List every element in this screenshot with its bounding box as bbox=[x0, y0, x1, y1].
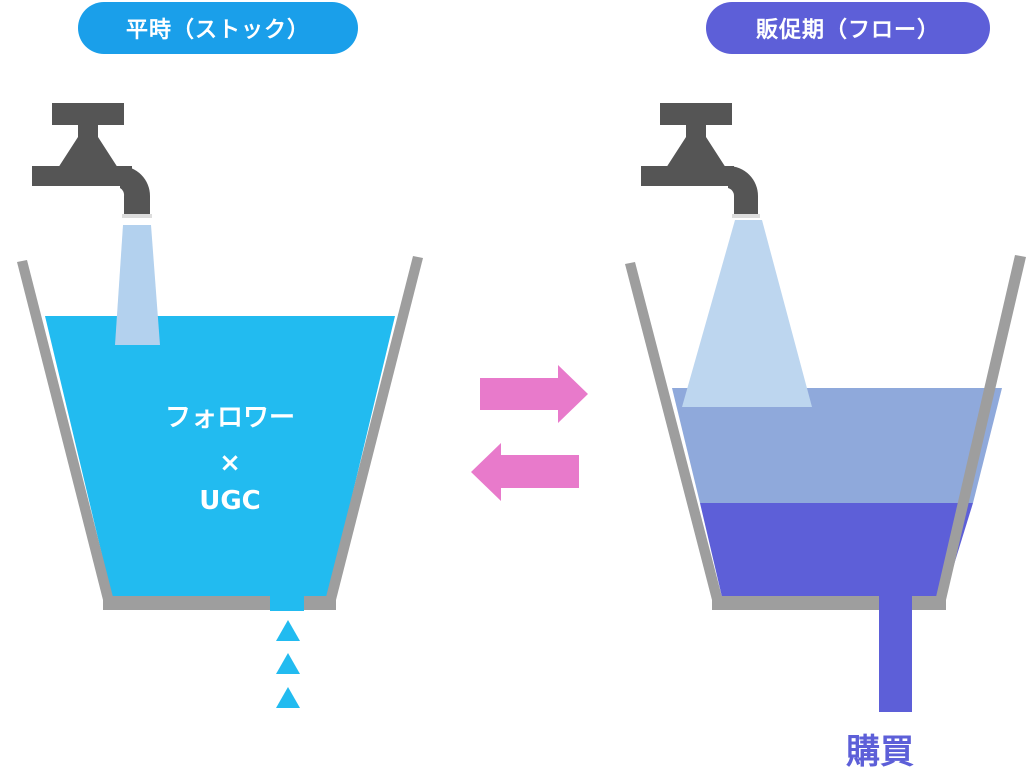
purchase-label: 購買 bbox=[846, 732, 914, 772]
exchange-arrows-icon bbox=[471, 365, 588, 501]
faucet-icon bbox=[641, 103, 760, 218]
bucket-label-followers: フォロワー bbox=[164, 403, 295, 433]
flow-title-badge: 販促期（フロー） bbox=[706, 2, 990, 54]
stock-water bbox=[45, 316, 395, 597]
stock-faucet-stream bbox=[115, 225, 160, 345]
stock-title-badge: 平時（ストック） bbox=[78, 2, 358, 54]
flow-water-light bbox=[672, 388, 1002, 503]
faucet-icon bbox=[32, 103, 152, 218]
stock-title-label: 平時（ストック） bbox=[125, 18, 310, 43]
flow-bucket bbox=[625, 255, 1026, 610]
flow-title-label: 販促期（フロー） bbox=[755, 18, 940, 43]
stock-outlet-water bbox=[270, 593, 304, 611]
bucket-label-ugc: UGC bbox=[199, 486, 261, 516]
flow-faucet-stream bbox=[682, 220, 812, 407]
bucket-label-times: × bbox=[219, 448, 241, 478]
flow-water-dark bbox=[700, 503, 973, 597]
stock-bucket-group bbox=[17, 103, 423, 708]
left-arrow bbox=[471, 443, 579, 501]
right-arrow bbox=[480, 365, 588, 423]
stock-bucket bbox=[17, 256, 423, 610]
drip-triangle-icon bbox=[276, 620, 300, 708]
flow-outflow bbox=[879, 594, 912, 712]
flow-bucket-group bbox=[625, 103, 1026, 712]
